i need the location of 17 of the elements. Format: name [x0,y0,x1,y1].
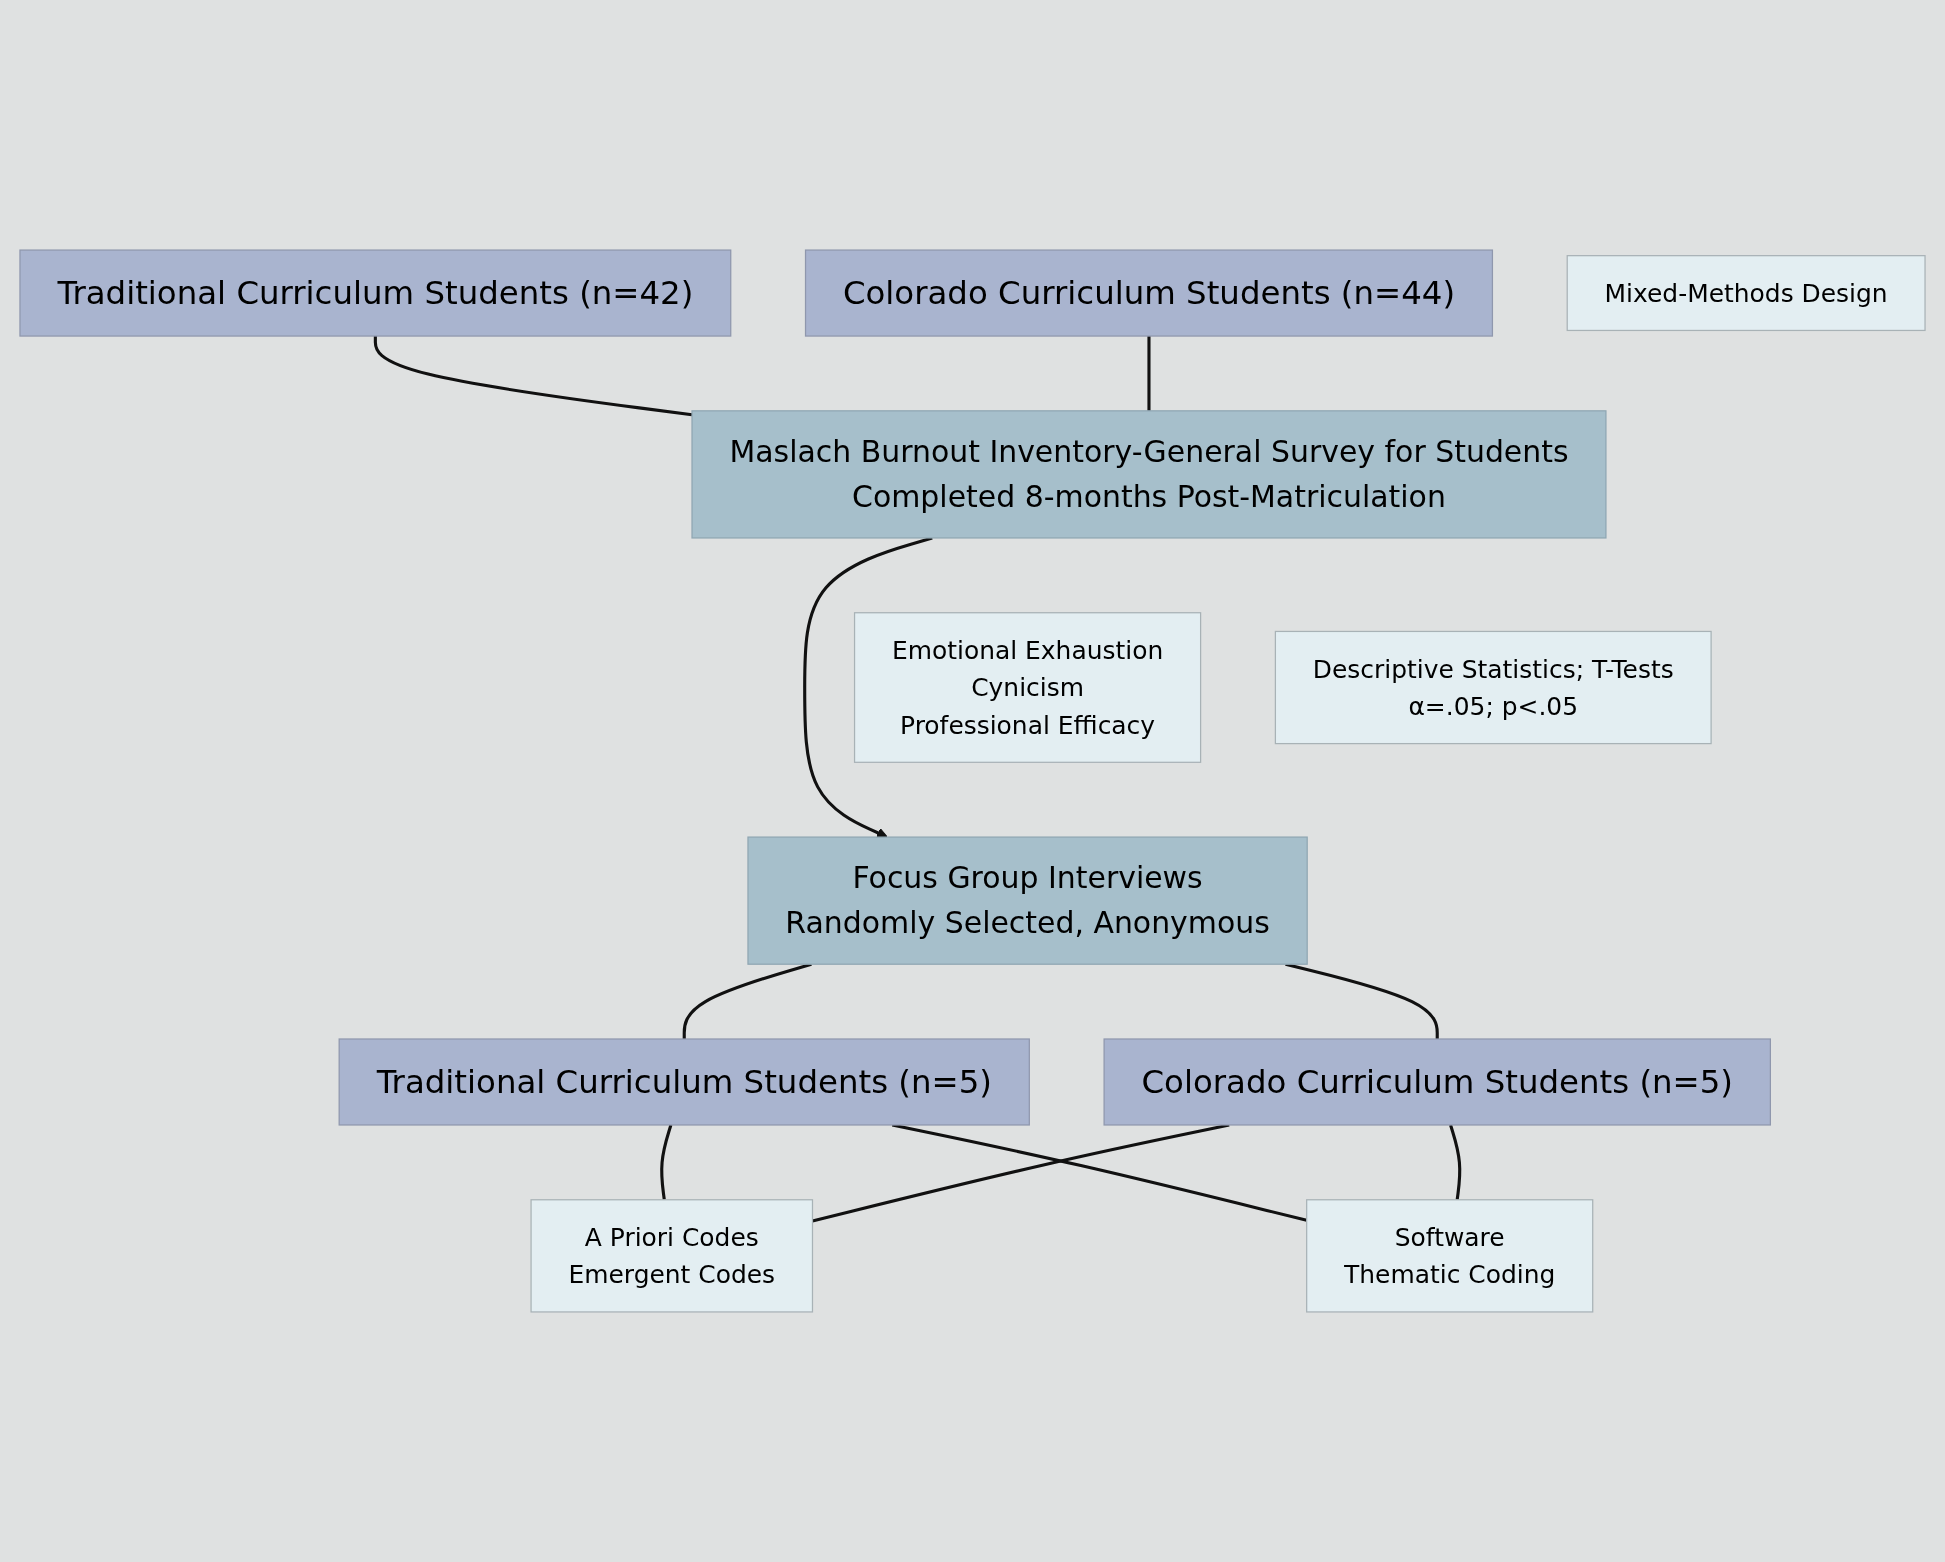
node-box: A Priori Codes Emergent Codes [530,1199,814,1313]
connector [1449,1124,1462,1200]
connector [373,336,693,417]
arrow [803,536,933,838]
connector [812,1123,1230,1223]
node-box: Colorado Curriculum Students (n=44) [804,249,1494,337]
node-box: Focus Group Interviews Randomly Selected, Anonymous [747,836,1308,965]
node-box: Mixed-Methods Design [1566,255,1926,332]
connector [660,1124,673,1200]
node-box: Traditional Curriculum Students (n=5) [338,1038,1030,1126]
node-box: Emotional Exhaustion Cynicism Professional Efficacy [853,612,1202,763]
node-box: Traditional Curriculum Students (n=42) [19,249,732,337]
node-box: Software Thematic Coding [1306,1199,1594,1313]
connector [1147,336,1151,411]
node-box: Colorado Curriculum Students (n=5) [1103,1038,1771,1126]
node-box: Maslach Burnout Inventory-General Survey for Students Completed 8-months Post-Matriculation [691,410,1607,539]
node-box: Descriptive Statistics; T-Tests α=.05; p<.05 [1274,630,1712,745]
